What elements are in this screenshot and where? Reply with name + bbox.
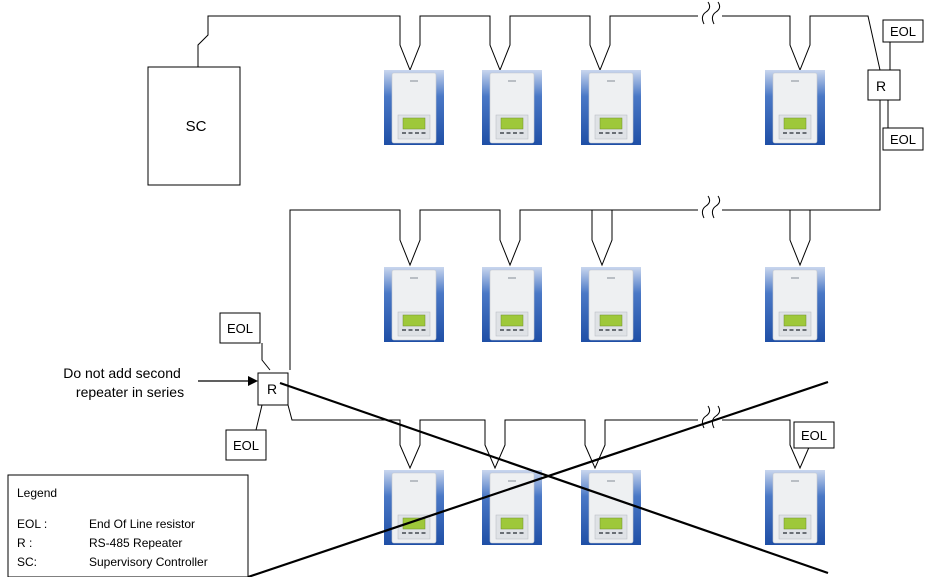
eol-label: EOL <box>890 132 916 147</box>
thermostat-controller-icon <box>482 267 542 342</box>
thermostat-controller-icon <box>581 267 641 342</box>
legend-abbr-sc: SC: <box>17 555 37 569</box>
legend-abbr-eol: EOL : <box>17 517 47 531</box>
arrow-head-icon <box>248 376 258 386</box>
eol-label: EOL <box>233 438 259 453</box>
thermostat-controller-icon <box>482 70 542 145</box>
sc-label: SC <box>186 118 207 135</box>
thermostat-controller-icon <box>384 267 444 342</box>
repeater-middle-label: R <box>267 381 277 397</box>
eol-label: EOL <box>890 24 916 39</box>
eol-box-top-right: EOL <box>882 19 924 43</box>
wire-break-symbols <box>701 1 721 429</box>
annotation-line-1: Do not add second <box>63 365 181 381</box>
thermostat-controller-icon <box>765 70 825 145</box>
legend-abbr-r: R : <box>17 536 32 550</box>
repeater-top-label: R <box>876 78 886 94</box>
legend-title: Legend <box>17 486 57 500</box>
thermostat-controller-icon <box>482 470 542 545</box>
eol-label: EOL <box>801 428 827 443</box>
thermostat-controller-icon <box>581 470 641 545</box>
supervisory-controller-box: SC <box>147 66 241 186</box>
thermostat-controller-icon <box>384 470 444 545</box>
cross-out-x-icon <box>247 380 829 577</box>
thermostat-controller-icon <box>765 267 825 342</box>
eol-box-left-upper: EOL <box>219 312 261 344</box>
legend-box: Legend EOL : End Of Line resistor R : RS… <box>7 474 249 577</box>
thermostat-controller-icon <box>765 470 825 545</box>
annotation-line-2: repeater in series <box>76 384 184 400</box>
repeater-top: R <box>867 69 901 101</box>
legend-desc-eol: End Of Line resistor <box>89 517 195 531</box>
repeater-warning-annotation: Do not add second repeater in series <box>63 365 258 400</box>
eol-box-bottom-right: EOL <box>793 421 835 449</box>
repeater-middle: R <box>257 372 289 406</box>
eol-label: EOL <box>227 321 253 336</box>
eol-box-left-lower: EOL <box>225 429 267 461</box>
bus-wires <box>197 15 891 470</box>
legend-desc-sc: Supervisory Controller <box>89 555 208 569</box>
devices-group <box>384 70 825 545</box>
legend-desc-r: RS-485 Repeater <box>89 536 182 550</box>
thermostat-controller-icon <box>384 70 444 145</box>
thermostat-controller-icon <box>581 70 641 145</box>
eol-box-right-lower: EOL <box>882 127 924 151</box>
